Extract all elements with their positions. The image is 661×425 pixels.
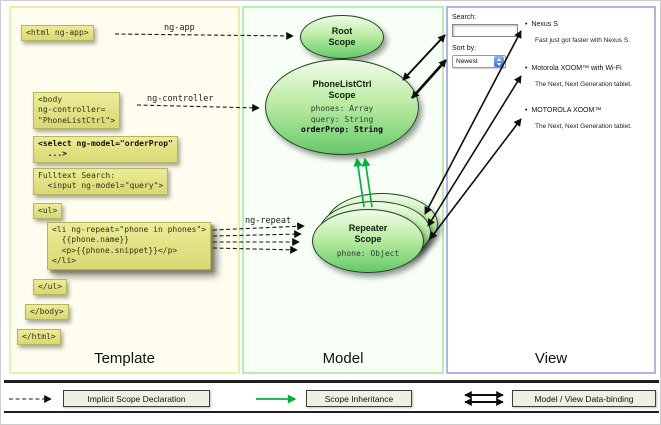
code-box-ul-close: </ul> — [33, 279, 68, 296]
phone-list-item: •MOTOROLA XOOM™ The Next, Next Generatio… — [525, 107, 632, 130]
phonelistctrl-scope-ellipse: PhoneListCtrl Scope phones: Array query:… — [265, 59, 419, 155]
ng-repeat-arrow-label: ng-repeat — [245, 216, 292, 226]
ng-controller-arrow-label: ng-controller — [147, 94, 214, 104]
code-box-li-ng-repeat: <li ng-repeat="phone in phones"> {{phone… — [47, 222, 212, 270]
root-scope-title: Root Scope — [328, 25, 356, 47]
bullet-icon: • — [525, 21, 528, 28]
code-box-select-ng-model: <select ng-model="orderProp" ...> — [33, 136, 178, 163]
code-box-ul-open: <ul> — [33, 203, 63, 220]
template-panel-label: Template — [94, 350, 155, 367]
repeater-scope-title: Repeater Scope — [348, 223, 388, 245]
phonelistctrl-scope-title: PhoneListCtrl Scope — [312, 78, 372, 100]
phonelistctrl-scope-orderprop: orderProp: String — [301, 124, 383, 134]
repeater-scope-ellipse: Repeater Scope phone: Object — [312, 209, 424, 273]
root-scope-ellipse: Root Scope — [300, 15, 384, 59]
bullet-icon: • — [525, 107, 528, 114]
code-box-html-ng-app: <html ng-app> — [21, 25, 94, 42]
legend-implicit-scope-declaration: Implicit Scope Declaration — [63, 390, 210, 407]
phone-name: Nexus S — [531, 21, 558, 28]
code-box-body-ng-controller: <body ng-controller= "PhoneListCtrl"> — [33, 92, 121, 130]
ng-app-arrow-label: ng-app — [164, 23, 195, 33]
code-box-body-close: </body> — [25, 304, 69, 321]
bullet-icon: • — [525, 65, 528, 72]
phone-list-item: •Motorola XOOM™ with Wi-Fi The Next, Nex… — [525, 65, 632, 88]
code-box-html-close: </html> — [17, 329, 61, 346]
model-panel-label: Model — [322, 350, 364, 367]
search-label: Search: — [452, 14, 477, 21]
phone-name: Motorola XOOM™ with Wi-Fi — [531, 65, 622, 72]
phone-list-item: •Nexus S Fast just got faster with Nexus… — [525, 21, 630, 44]
select-arrows-icon — [494, 56, 504, 67]
phone-snippet: The Next, Next Generation tablet. — [535, 123, 632, 130]
search-input[interactable] — [452, 24, 518, 37]
phone-name: MOTOROLA XOOM™ — [531, 107, 602, 114]
repeater-scope-props: phone: Object — [336, 248, 400, 258]
phonelistctrl-scope-props: phones: Array query: String — [310, 104, 374, 124]
phone-snippet: Fast just got faster with Nexus S. — [535, 37, 631, 44]
sort-by-label: Sort by: — [452, 45, 477, 52]
legend-top-rule — [4, 380, 659, 383]
legend-scope-inheritance: Scope Inheritance — [306, 390, 412, 407]
view-panel-label: View — [534, 350, 568, 367]
legend-bottom-rule — [4, 411, 659, 413]
sort-select-value: Newest — [456, 58, 478, 65]
legend-model-view-databinding: Model / View Data-binding — [512, 390, 656, 407]
phone-snippet: The Next, Next Generation tablet. — [535, 81, 632, 88]
code-box-fulltext-search: Fulltext Search: <input ng-model="query"… — [33, 168, 169, 195]
sort-select[interactable]: Newest — [452, 55, 506, 68]
